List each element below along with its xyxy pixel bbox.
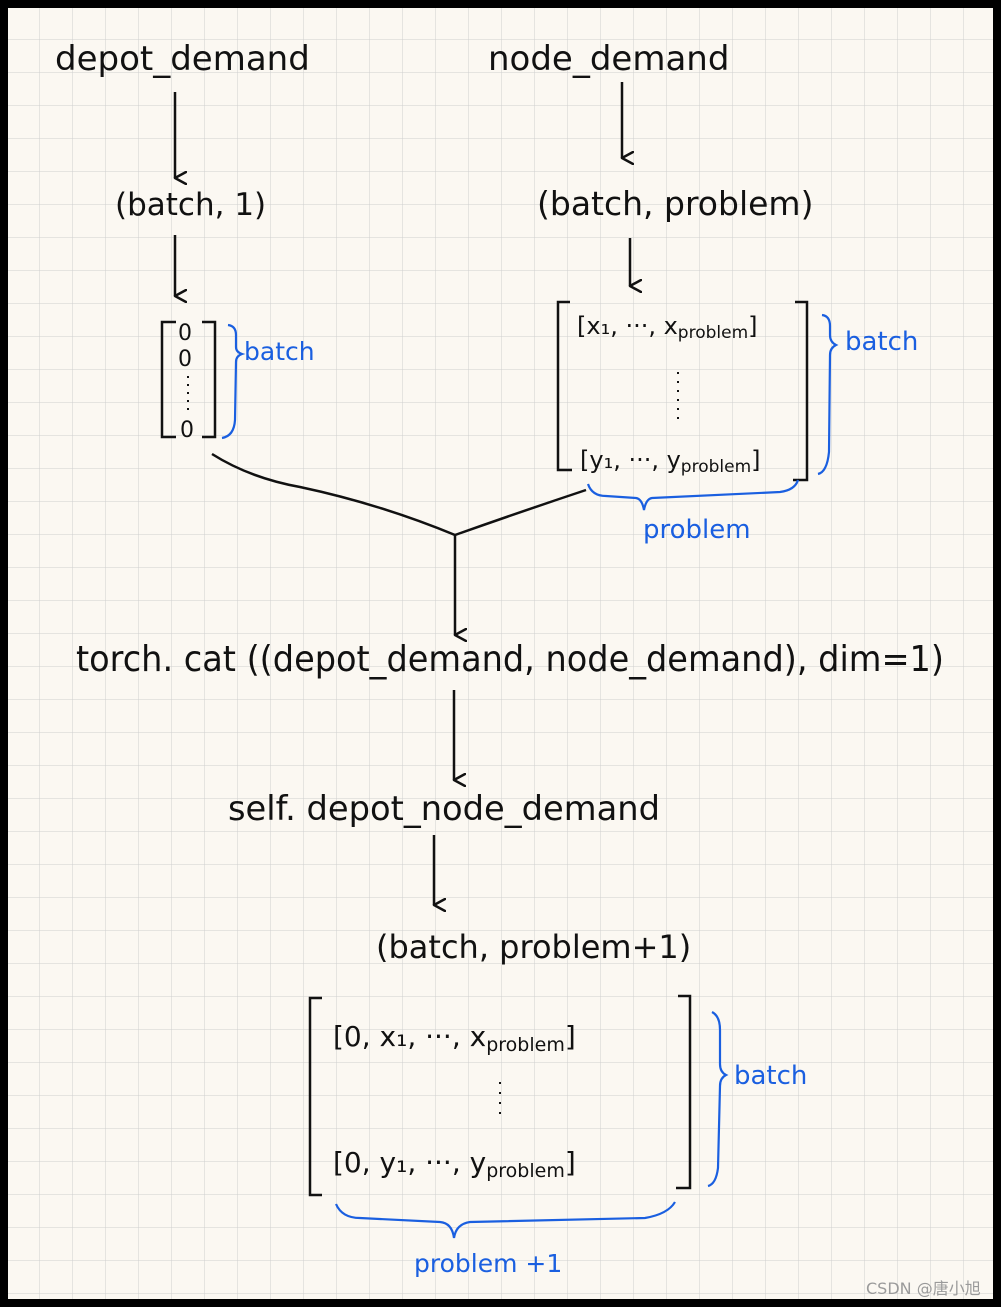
merge-line-right xyxy=(454,488,587,537)
depot-demand-title: depot_demand xyxy=(55,39,310,79)
depot-shape-label: (batch, 1) xyxy=(115,187,266,223)
node-batch-brace xyxy=(817,313,839,476)
vector-entry-1: 0 xyxy=(178,347,192,372)
matrix-right-bracket xyxy=(793,300,809,482)
node-batch-label: batch xyxy=(845,327,918,357)
result-batch-label: batch xyxy=(734,1061,807,1091)
vector-entry-0: 0 xyxy=(178,321,192,346)
node-problem-label: problem xyxy=(643,515,751,545)
node-problem-brace xyxy=(586,479,800,511)
merge-line-left xyxy=(211,452,456,537)
depot-batch-brace xyxy=(221,323,246,440)
vector-left-bracket xyxy=(160,320,176,439)
result-right-bracket xyxy=(676,994,692,1190)
result-row-bottom: [0, y₁, ···, yproblem] xyxy=(333,1146,576,1182)
node-demand-matrix: [x₁, ···, xproblem] [y₁, ···, yproblem] xyxy=(556,300,809,482)
result-problem-brace xyxy=(334,1201,676,1239)
result-problem-label: problem +1 xyxy=(414,1249,562,1278)
depot-batch-label: batch xyxy=(244,337,315,366)
matrix-row-top: [x₁, ···, xproblem] xyxy=(577,312,758,343)
result-batch-brace xyxy=(707,1011,729,1188)
result-row-top: [0, x₁, ···, xproblem] xyxy=(333,1020,576,1056)
vector-entry-last: 0 xyxy=(180,418,194,443)
result-shape-label: (batch, problem+1) xyxy=(376,928,691,966)
depot-zero-vector: 0 0 0 xyxy=(160,320,217,443)
result-variable-name: self. depot_node_demand xyxy=(228,789,660,829)
result-left-bracket xyxy=(308,996,322,1197)
vector-right-bracket xyxy=(202,320,217,439)
result-matrix: [0, x₁, ···, xproblem] [0, y₁, ···, ypro… xyxy=(308,994,692,1197)
node-demand-title: node_demand xyxy=(488,39,729,79)
matrix-left-bracket xyxy=(556,300,572,472)
node-shape-label: (batch, problem) xyxy=(537,184,813,223)
torch-cat-expression: torch. cat ((depot_demand, node_demand),… xyxy=(76,639,944,680)
matrix-row-bottom: [y₁, ···, yproblem] xyxy=(580,446,761,477)
csdn-watermark: CSDN @唐小旭 xyxy=(866,1279,981,1298)
